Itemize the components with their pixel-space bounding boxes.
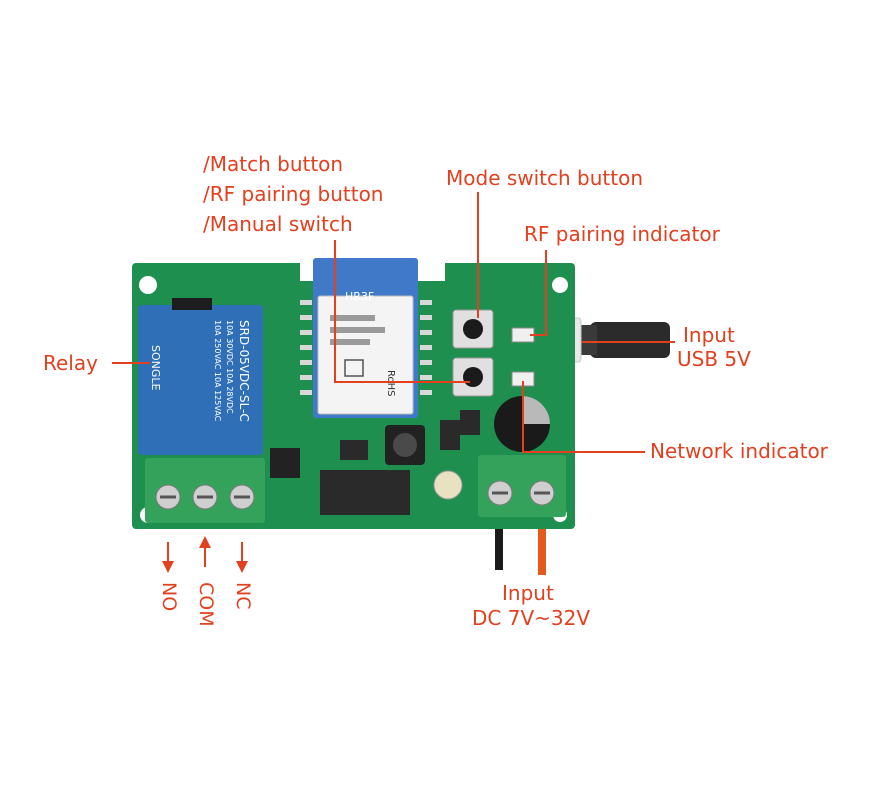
label-input-dc-line2: DC 7V~32V bbox=[472, 606, 591, 630]
module-name-text: HR3F bbox=[345, 290, 374, 303]
misc-components bbox=[270, 410, 480, 515]
leader-match-button bbox=[334, 240, 470, 383]
relay-rating-1-text: 10A 250VAC 10A 125VAC bbox=[213, 320, 222, 422]
module-pins bbox=[300, 300, 432, 395]
relay-component: SONGLE SRD-05VDC-SL-C 10A 250VAC 10A 125… bbox=[138, 298, 263, 455]
label-match-button: /Match button bbox=[203, 152, 344, 176]
label-rf-pairing-indicator: RF pairing indicator bbox=[524, 222, 720, 246]
indicator-leds bbox=[511, 327, 535, 387]
dc-power-wires bbox=[495, 515, 546, 575]
label-input-usb-line2: USB 5V bbox=[677, 347, 751, 371]
tact-buttons bbox=[452, 309, 494, 397]
label-network-indicator: Network indicator bbox=[650, 439, 828, 463]
leader-rf-indicator bbox=[530, 250, 547, 336]
relay-terminal-block bbox=[145, 458, 265, 523]
leader-network-indicator bbox=[522, 381, 645, 453]
label-relay: Relay bbox=[43, 351, 98, 375]
label-terminal-nc: NC bbox=[232, 582, 254, 610]
relay-brand-text: SONGLE bbox=[149, 345, 162, 391]
label-input-usb-line1: Input bbox=[683, 323, 735, 347]
leader-lines bbox=[112, 192, 675, 453]
power-terminal-block bbox=[478, 455, 566, 517]
label-manual-switch: /Manual switch bbox=[203, 212, 353, 236]
relay-rating-2-text: 10A 30VDC 10A 28VDC bbox=[225, 320, 234, 414]
label-input-dc-line1: Input bbox=[502, 581, 554, 605]
relay-model-text: SRD-05VDC-SL-C bbox=[237, 320, 251, 422]
terminal-arrows bbox=[162, 536, 248, 573]
label-rf-pairing-button: /RF pairing button bbox=[203, 182, 384, 206]
label-terminal-no: NO bbox=[158, 582, 180, 612]
module-mark-text: RoHS bbox=[385, 370, 396, 396]
label-terminal-com: COM bbox=[195, 582, 217, 627]
label-mode-switch-button: Mode switch button bbox=[446, 166, 644, 190]
wifi-module: HR3F RoHS bbox=[313, 258, 418, 418]
